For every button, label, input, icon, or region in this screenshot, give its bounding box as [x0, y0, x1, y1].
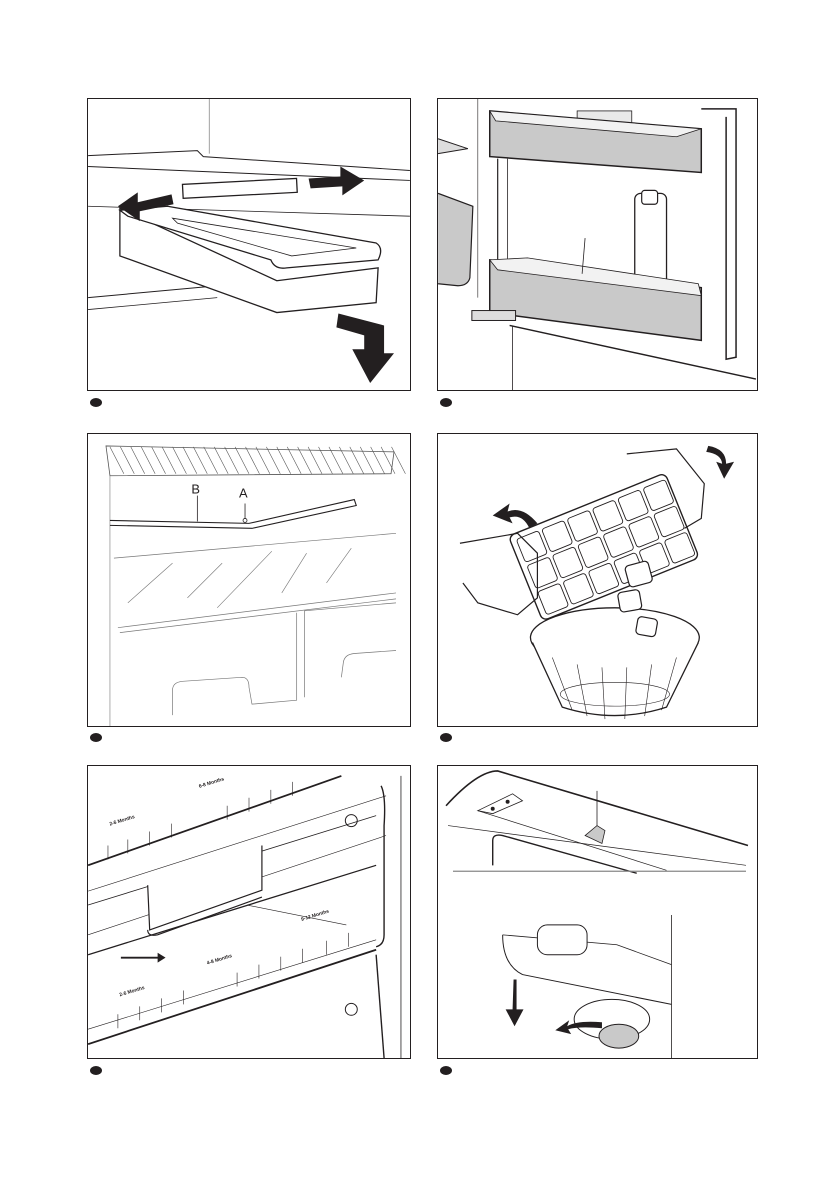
figure-1-ice-drawer	[87, 98, 411, 391]
arrow-down-icon	[336, 314, 394, 384]
ice-tray-illustration	[438, 434, 757, 726]
figure-3-marker	[90, 733, 102, 742]
freezer-drawers-illustration: 2-6 Months 6-8 Months 2-6 Months 4-8 Mon…	[88, 766, 410, 1058]
figure-1-marker	[90, 398, 102, 407]
figure-5-freezer-drawers: 2-6 Months 6-8 Months 2-6 Months 4-8 Mon…	[87, 765, 411, 1059]
figure-4-marker	[440, 733, 452, 742]
storage-label-bottom-1: 2-6 Months	[119, 985, 146, 998]
rotate-right-arrow-icon	[706, 446, 734, 479]
shelf-adjust-illustration: B A	[88, 434, 410, 726]
label-a: A	[239, 486, 248, 501]
storage-label-bottom-2: 4-8 Months	[206, 953, 233, 966]
rotate-left-arrow-icon	[493, 504, 538, 529]
storage-label-top-1: 2-6 Months	[109, 814, 136, 827]
figure-2-door-shelf	[437, 98, 758, 391]
label-b: B	[191, 482, 200, 497]
arrow-right-icon	[121, 953, 166, 963]
figure-4-ice-tray	[437, 433, 758, 727]
door-shelf-illustration	[438, 99, 757, 390]
figure-3-shelf-adjust: B A	[87, 433, 411, 727]
figure-2-marker	[440, 398, 452, 407]
figure-6-marker	[440, 1066, 452, 1075]
figure-5-marker	[90, 1066, 102, 1075]
light-bulb-illustration	[438, 766, 757, 1058]
arrow-down-icon	[506, 980, 524, 1027]
ice-drawer-illustration	[88, 99, 410, 390]
arrow-right-icon	[309, 167, 365, 196]
wire-shelf-rod	[392, 447, 406, 474]
figure-6-light-bulb	[437, 765, 758, 1059]
storage-label-top-2: 6-8 Months	[198, 776, 225, 789]
